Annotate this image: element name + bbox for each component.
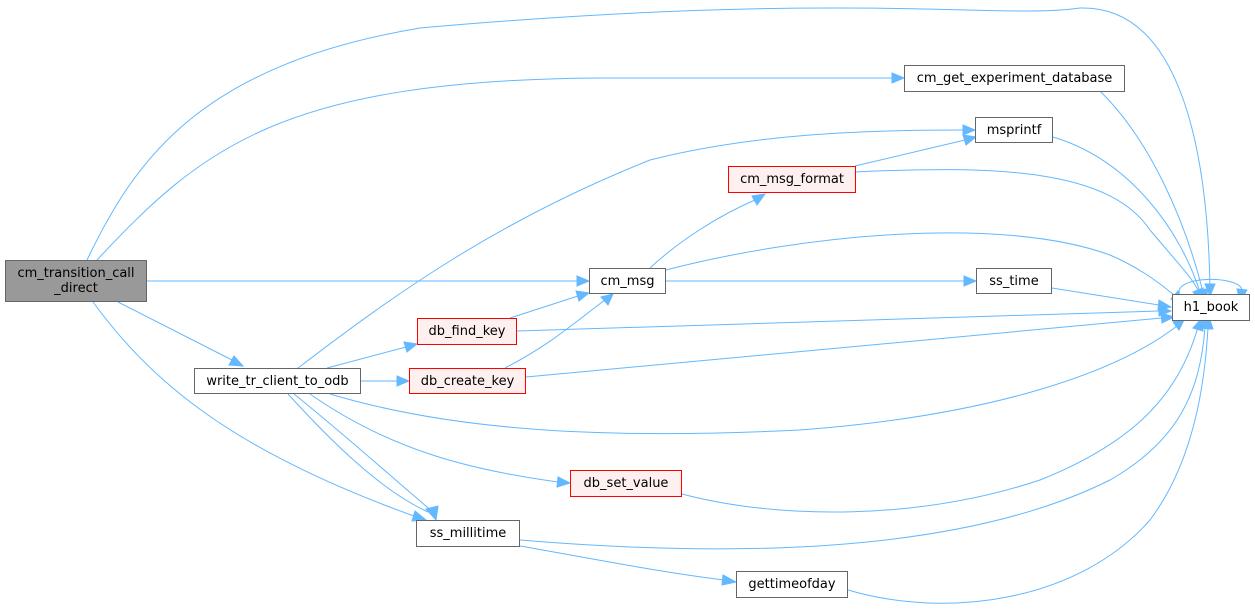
arrow-millitime-gettime <box>721 574 738 586</box>
arrow-msgformat-msprintf <box>962 134 978 146</box>
edge-getdb-h1book <box>1099 90 1204 293</box>
edge-msgformat-h1book <box>854 169 1199 291</box>
arrow-findkey-cmmsg <box>575 290 591 302</box>
edge-h1book-self <box>1178 278 1243 297</box>
edge-root-getdb <box>96 77 892 261</box>
edge-gettime-h1book <box>847 327 1209 604</box>
edge-writetr-msprintf <box>297 129 964 369</box>
edge-root-millitime <box>92 301 415 517</box>
arrow-createkey-cmmsg <box>600 293 614 306</box>
node-label: cm_get_experiment_database <box>916 71 1113 86</box>
edge-createkey-h1book <box>525 317 1163 378</box>
node-label: db_set_value <box>583 476 669 491</box>
edge-millitime-gettime <box>519 545 725 581</box>
edge-findkey-cmmsg <box>509 295 579 319</box>
node-label: cm_msg_format <box>740 172 844 187</box>
node-label-line1: cm_transition_call <box>17 266 135 281</box>
arrow-createkey-h1book <box>1160 312 1176 324</box>
node-label: ss_time <box>989 273 1039 289</box>
edge-msgformat-msprintf <box>854 139 966 167</box>
node-db-find-key[interactable]: db_find_key <box>417 318 517 345</box>
node-h1-book[interactable]: h1_book <box>1172 294 1250 321</box>
node-cm-msg[interactable]: cm_msg <box>589 268 666 294</box>
arrow-root-cmmsg <box>576 275 591 287</box>
edge-createkey-cmmsg <box>504 299 606 369</box>
edge-root-h1book <box>86 7 1211 291</box>
arrow-writetr-millitime <box>425 505 439 522</box>
edge-setvalue-h1book <box>681 326 1199 513</box>
edge-cmmsg-msgformat <box>649 199 756 269</box>
node-cm-msg-format[interactable]: cm_msg_format <box>728 166 856 193</box>
edge-writetr-findkey <box>326 346 407 369</box>
node-label: db_create_key <box>420 373 515 389</box>
node-ss-millitime[interactable]: ss_millitime <box>416 520 520 547</box>
edge-msprintf-h1book <box>1052 136 1201 293</box>
arrow-writetr-msprintf <box>962 124 977 136</box>
node-cm-transition-call-direct: cm_transition_call _direct <box>5 260 147 302</box>
node-label: db_find_key <box>428 324 506 339</box>
node-label: h1_book <box>1183 300 1239 315</box>
node-db-create-key[interactable]: db_create_key <box>409 368 526 394</box>
edge-findkey-h1book <box>516 310 1160 332</box>
arrow-writetr-findkey <box>403 341 419 353</box>
edge-writetr-millitime-2 <box>293 393 434 513</box>
arrow-writetr-setvalue <box>556 476 572 488</box>
edge-writetr-h1book <box>329 325 1178 435</box>
node-label-line2: _direct <box>54 281 98 296</box>
edge-millitime-h1book <box>519 327 1206 550</box>
node-gettimeofday[interactable]: gettimeofday <box>736 571 848 598</box>
node-db-set-value[interactable]: db_set_value <box>570 470 682 497</box>
node-label: gettimeofday <box>748 577 836 592</box>
edge-cmmsg-h1book <box>665 232 1176 297</box>
arrow-cmmsg-msgformat <box>751 193 767 206</box>
edge-writetr-millitime-1 <box>287 393 429 513</box>
arrow-sstime-h1book <box>1157 299 1173 311</box>
arrow-root-writetr <box>228 355 245 367</box>
node-label: msprintf <box>986 122 1042 138</box>
edge-root-writetr <box>117 301 233 361</box>
node-msprintf[interactable]: msprintf <box>975 117 1053 143</box>
node-write-tr-client-to-odb[interactable]: write_tr_client_to_odb <box>194 368 361 394</box>
edge-writetr-setvalue <box>309 393 559 483</box>
arrow-writetr-createkey <box>396 375 411 387</box>
arrow-root-getdb <box>891 72 906 84</box>
node-label: cm_msg <box>600 273 655 289</box>
node-ss-time[interactable]: ss_time <box>976 268 1052 294</box>
edge-sstime-h1book <box>1051 287 1160 306</box>
node-label: ss_millitime <box>429 526 507 541</box>
node-cm-get-experiment-database[interactable]: cm_get_experiment_database <box>904 65 1125 92</box>
node-label: write_tr_client_to_odb <box>206 373 349 389</box>
arrow-gettime-h1book <box>1202 315 1214 330</box>
arrow-cmmsg-sstime <box>963 275 978 287</box>
